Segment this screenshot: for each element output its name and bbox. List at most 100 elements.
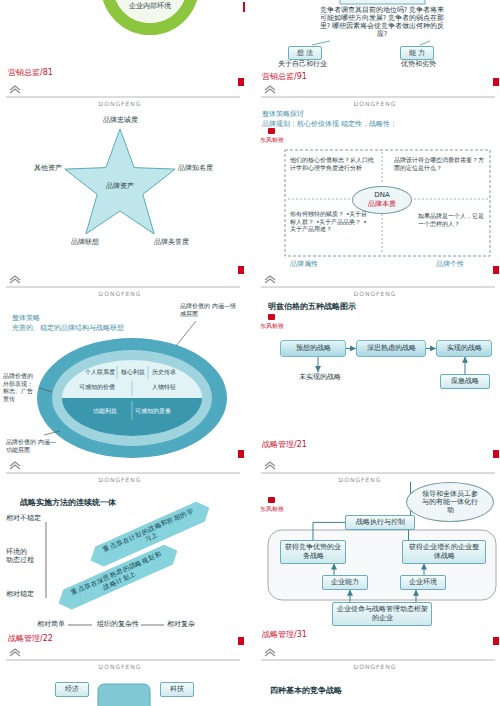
label-text: 战略实施方法的连续统一体 (20, 498, 150, 508)
label-text: 品牌属性 (290, 260, 340, 268)
star-label: 其他资产 (24, 164, 62, 173)
segment-divider (117, 366, 148, 396)
header-rule (6, 97, 495, 660)
section-heading: 品牌规划：核心价值体现 稳定性，战略性； (262, 120, 442, 128)
label-text: 品牌价值的 内涵—情感层面 (180, 302, 238, 317)
logo-text: 东风标致 (258, 322, 286, 330)
label-text: 你有何独特的赋质？ •关于目标人群？ •关于产品品类？ •关于产品用途？ (290, 210, 368, 233)
star-label: 品牌知名度 (178, 164, 228, 173)
label-text: 完善的、稳定的品牌结构与战略联想 (12, 324, 152, 332)
middle-ring (52, 350, 212, 446)
star-label: 品牌忠诚度 (95, 116, 145, 125)
node-text: 预想的战略 (284, 344, 342, 353)
connector (346, 348, 356, 349)
label-text: 相对稳定 (6, 590, 38, 598)
factor-box: 经济 (55, 682, 89, 697)
emotional-half (62, 360, 202, 398)
label-text: 品牌规划：核心价值体现 稳定性，战略性； (262, 120, 442, 128)
outer-ring (37, 338, 227, 458)
label-text: 品牌知名度 (178, 164, 228, 173)
brand-header: DONGFENG (90, 476, 150, 484)
connector (313, 522, 345, 540)
label-text: 可感知的质量 (132, 407, 174, 415)
label-text: 品牌个性 (436, 260, 486, 268)
label-text: 组织的复杂性 (96, 620, 140, 628)
node-text: 获得企业增长的企业整体战略 (406, 543, 482, 561)
dna-question: 品牌设计符合哪些消费群需要？方面的定位是什么？ (394, 156, 484, 171)
segment-divider (132, 401, 133, 420)
label-text: DONGFENG (90, 476, 150, 484)
logo-text: 东风标致 (258, 505, 286, 513)
label-text: 竞争者调查其目前的地位吗? 竞争者将来可能如哪些方向发展? 竞争者的弱点在那里?… (318, 6, 446, 39)
participation-ellipse: 领导和全体员工参与的有能一体化行动 (406, 482, 494, 522)
dna-question: 如果品牌是一个人，它是一个怎样的人？ (418, 212, 486, 227)
label-text: 他们的核心价值标志？从人口统计学和心理学角度进行分析 (290, 156, 378, 171)
node-text: 实现的战略 (440, 344, 488, 353)
section-heading: 整体策略 (12, 314, 112, 323)
segment-label: 可感知的价值 (76, 383, 118, 391)
environment-ring (107, 0, 193, 29)
label-text: 营销总监/81 (8, 68, 88, 78)
brand-header: DONGFENG (330, 476, 390, 484)
star-label: 品牌美誉度 (146, 238, 196, 247)
node-text: 科技 (164, 685, 190, 694)
brand-star (65, 129, 175, 234)
label-text: 四种基本的竞争战略 (270, 686, 420, 696)
note-text: 优势和劣势 (388, 60, 448, 68)
question-list: 竞争者调查其目前的地位吗? 竞争者将来可能如哪些方向发展? 竞争者的弱点在那里?… (318, 6, 446, 39)
process-box: 企业环境 (400, 575, 446, 590)
framework-outline (268, 530, 496, 600)
segment-label: 功能利益 (90, 407, 120, 415)
slide-title: 明兹伯格的五种战略图示 (268, 302, 418, 312)
logo-text: 东风标致 (258, 136, 286, 144)
connector (318, 357, 319, 372)
slide-title: 四种基本的竞争战略 (270, 686, 420, 696)
connector (408, 530, 409, 540)
process-box: 企业使命与战略管理动态框架的企业 (332, 602, 432, 626)
strategy-note: 未实现的战略 (290, 372, 350, 383)
brand-header: DONGFENG (345, 663, 405, 671)
page-footer: 战略管理/21 (262, 440, 342, 450)
callout-text: 品牌价值的 外部表现：标志、广告宣传 (3, 372, 37, 402)
slide-title: 战略实施方法的连续统一体 (20, 498, 150, 508)
label-text: DONGFENG (330, 476, 390, 484)
label-text: 其他资产 (24, 164, 62, 173)
leader-line (312, 41, 430, 45)
label-text: 优势和劣势 (388, 60, 448, 68)
center-shape (98, 684, 150, 706)
dna-question: 你有何独特的赋质？ •关于目标人群？ •关于产品品类？ •关于产品用途？ (290, 210, 368, 233)
label-text: 营销总监/91 (262, 72, 342, 82)
label-text: 品牌设计符合哪些消费群需要？方面的定位是什么？ (394, 156, 484, 171)
section-heading: 整体策略探讨 (262, 110, 382, 119)
label-text: 环境的 动态过程 (6, 548, 36, 564)
label-text: 人物特征 (148, 383, 180, 391)
brand-header: DONGFENG (90, 290, 150, 298)
ring-core (113, 0, 187, 23)
brand-header: DONGFENG (345, 100, 405, 108)
factor-box: 科技 (160, 682, 194, 697)
section-heading: 完善的、稳定的品牌结构与战略联想 (12, 324, 152, 332)
band-caption: 品牌个性 (436, 260, 486, 268)
label-text: DONGFENG (90, 290, 150, 298)
process-box: 获得竞争优势的业务战略 (280, 540, 346, 564)
node-text: 获得竞争优势的业务战略 (284, 543, 342, 561)
dna-ellipse: DNA品牌本质 (352, 186, 412, 214)
page-footer: 营销总监/91 (262, 72, 342, 82)
functional-half (62, 398, 202, 436)
label-text: 相对简单 (36, 620, 66, 628)
label-text: 可感知的价值 (76, 383, 118, 391)
node-text: 经济 (59, 685, 85, 694)
strategy-arrow: 应急战略 (440, 374, 490, 389)
label-text: 品牌价值的 内涵—功能层面 (6, 438, 60, 453)
star-label: 品牌联想 (60, 238, 110, 247)
label-text: 品牌联想 (60, 238, 110, 247)
process-box: 获得企业增长的企业整体战略 (402, 540, 486, 564)
label-text: 核心利益 (119, 368, 147, 376)
segment-label: 历史传承 (150, 368, 178, 376)
node-text: 企业能力 (326, 578, 364, 587)
node-text: 未实现的战略 (292, 373, 348, 382)
page-footer: 战略管理/31 (262, 630, 342, 640)
star-center: 品牌资产 (98, 181, 142, 192)
node-text: 领导和全体员工参与的有能一体化行动 (421, 490, 479, 514)
